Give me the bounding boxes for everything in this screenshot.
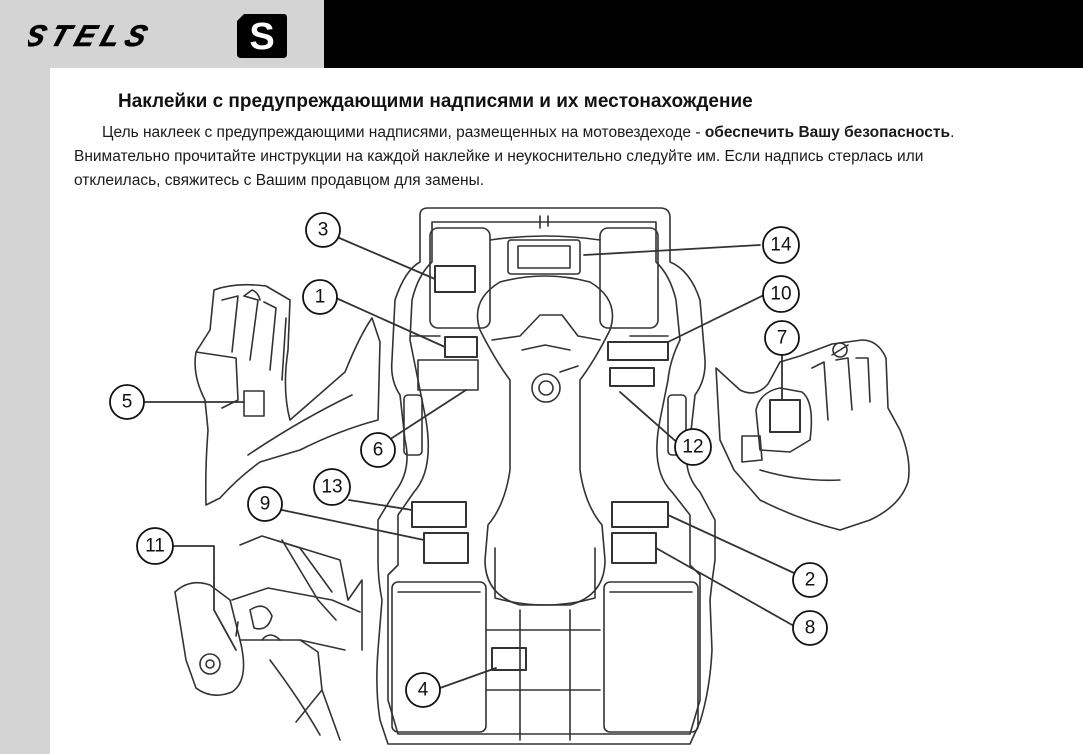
intro-paragraph: Цель наклеек с предупреждающими надписям… [74, 121, 1014, 193]
callout-13: 13 [313, 468, 351, 506]
callout-3: 3 [305, 212, 341, 248]
svg-text:S: S [249, 16, 274, 58]
stels-emblem-icon: S [237, 14, 287, 58]
right-fender-detail-drawing [715, 339, 910, 531]
svg-text:1: 1 [315, 287, 326, 308]
callout-4: 4 [405, 672, 441, 708]
callout-2: 2 [792, 562, 828, 598]
callout-8: 8 [792, 610, 828, 646]
callout-5: 5 [109, 384, 145, 420]
atv-label-location-diagram: 3 1 14 10 7 5 6 12 13 9 11 2 8 4 [109, 207, 910, 745]
callout-1: 1 [302, 279, 338, 315]
svg-text:6: 6 [373, 440, 384, 461]
callout-14: 14 [762, 226, 800, 264]
left-fender-detail-drawing [194, 283, 381, 506]
intro-text-cont: . Внимательно прочитайте инструкции на к… [74, 124, 955, 189]
svg-text:13: 13 [321, 477, 342, 498]
atv-top-view-drawing [376, 207, 716, 745]
callout-markers: 3 1 14 10 7 5 6 12 13 9 11 2 8 4 [109, 212, 828, 708]
callout-leader-lines [143, 236, 795, 689]
callout-7: 7 [764, 320, 800, 356]
svg-text:8: 8 [805, 618, 816, 639]
svg-text:7: 7 [777, 328, 788, 349]
callout-9: 9 [247, 486, 283, 522]
label-12-marker [609, 367, 655, 387]
callout-11: 11 [136, 527, 174, 565]
intro-text: Цель наклеек с предупреждающими надписям… [102, 124, 705, 141]
intro-emphasis: обеспечить Вашу безопасность [704, 124, 951, 141]
brand-logo-area: STELS S [0, 0, 324, 68]
label-4-marker [491, 647, 527, 671]
svg-text:9: 9 [260, 494, 271, 515]
svg-text:10: 10 [770, 284, 791, 305]
svg-text:STELS: STELS [28, 19, 158, 53]
label-markers [411, 265, 669, 671]
chassis-detail-drawing [174, 535, 363, 741]
svg-text:2: 2 [805, 570, 816, 591]
label-13-marker [411, 501, 467, 528]
callout-6: 6 [360, 432, 396, 468]
header-bar [324, 0, 1083, 68]
label-3-marker [434, 265, 476, 293]
svg-text:14: 14 [770, 235, 792, 256]
svg-text:3: 3 [318, 220, 329, 241]
label-2-marker [611, 501, 669, 528]
label-8-marker [611, 532, 657, 564]
page-title: Наклейки с предупреждающими надписями и … [118, 91, 753, 112]
svg-text:11: 11 [145, 536, 165, 557]
callout-10: 10 [762, 275, 800, 313]
label-1-marker [444, 336, 478, 358]
callout-12: 12 [674, 428, 712, 466]
side-margin-strip [0, 68, 50, 754]
stels-wordmark-logo: STELS [28, 18, 158, 53]
label-9-marker [423, 532, 469, 564]
svg-text:4: 4 [418, 680, 429, 701]
label-10-marker [607, 341, 669, 361]
svg-text:5: 5 [122, 392, 133, 413]
svg-text:12: 12 [682, 437, 703, 458]
